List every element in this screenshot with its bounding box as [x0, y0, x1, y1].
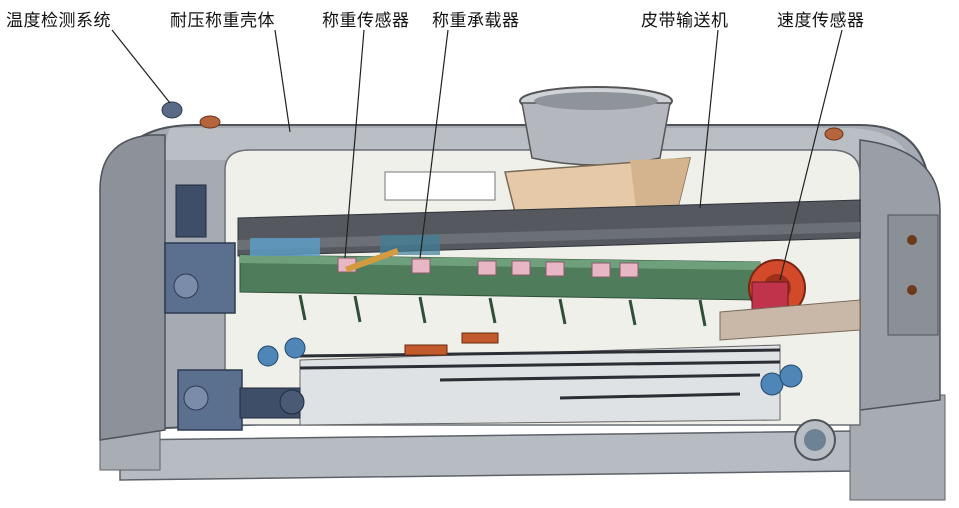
label-speed-sensor: 速度传感器 — [777, 11, 865, 31]
label-weigh-carrier: 称重承载器 — [432, 11, 520, 31]
right-flange — [887, 214, 939, 336]
leader-lines — [111, 29, 843, 281]
sight-port — [794, 419, 836, 461]
base-frame — [99, 394, 946, 501]
label-shell: 耐压称重壳体 — [170, 11, 275, 31]
label-belt-conveyor: 皮带输送机 — [641, 11, 729, 31]
speed-sensor-drum — [719, 259, 861, 341]
label-temp-system: 温度检测系统 — [6, 11, 111, 31]
inspection-window — [384, 171, 496, 201]
leader-speed-sensor — [779, 29, 843, 281]
lower-motor — [177, 369, 305, 431]
leader-temp-system — [111, 29, 171, 104]
leader-weigh-carrier — [419, 29, 449, 259]
leader-belt-conveyor — [699, 29, 719, 209]
upper-motor — [164, 184, 236, 314]
chain-conveyor — [257, 332, 803, 426]
leader-shell — [274, 29, 291, 133]
leader-weigh-sensor — [344, 29, 365, 259]
weigh-carriers — [337, 247, 639, 278]
temperature-sensor — [161, 101, 844, 141]
label-weigh-sensor: 称重传感器 — [322, 11, 410, 31]
